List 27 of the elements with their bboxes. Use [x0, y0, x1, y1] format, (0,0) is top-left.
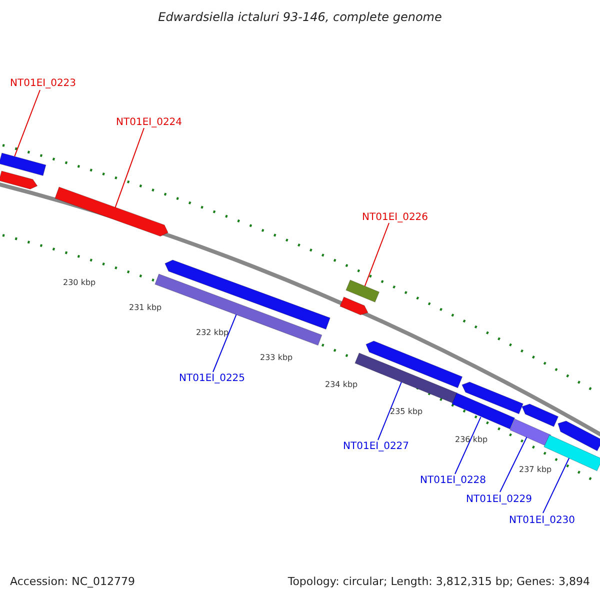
gene-label: NT01EI_0226	[362, 212, 428, 224]
gene-label: NT01EI_0224	[116, 117, 182, 129]
leader-line	[454, 416, 482, 474]
scale-label: 237 kbp	[519, 465, 552, 475]
footer-text: Accession: NC_012779	[10, 575, 136, 588]
gene-label: NT01EI_0230	[509, 515, 576, 527]
leader-line	[212, 314, 237, 372]
leader-line	[114, 128, 144, 208]
leader-line	[542, 458, 570, 514]
leader-line	[500, 436, 528, 492]
leader-line	[14, 90, 40, 157]
scale-label: 230 kbp	[63, 278, 96, 288]
scale-label: 231 kbp	[129, 303, 162, 313]
leader-line	[364, 222, 390, 287]
scale-label: 233 kbp	[260, 353, 293, 363]
footer-text: Topology: circular; Length: 3,812,315 bp; Genes: 3,894	[288, 575, 590, 588]
scale-label: 236 kbp	[455, 435, 488, 445]
gene-label: NT01EI_0225	[179, 373, 246, 385]
leader-line	[378, 382, 402, 440]
scale-label: 232 kbp	[196, 328, 229, 338]
scale-label: 235 kbp	[390, 407, 423, 417]
gene-label: NT01EI_0223	[10, 78, 76, 90]
title: Edwardsiella ictaluri 93-146, complete genome	[158, 10, 442, 24]
gene-label: NT01EI_0229	[466, 494, 532, 506]
scale-label: 234 kbp	[325, 380, 358, 390]
gene-label: NT01EI_0227	[343, 441, 410, 453]
gene-label: NT01EI_0228	[420, 475, 486, 487]
